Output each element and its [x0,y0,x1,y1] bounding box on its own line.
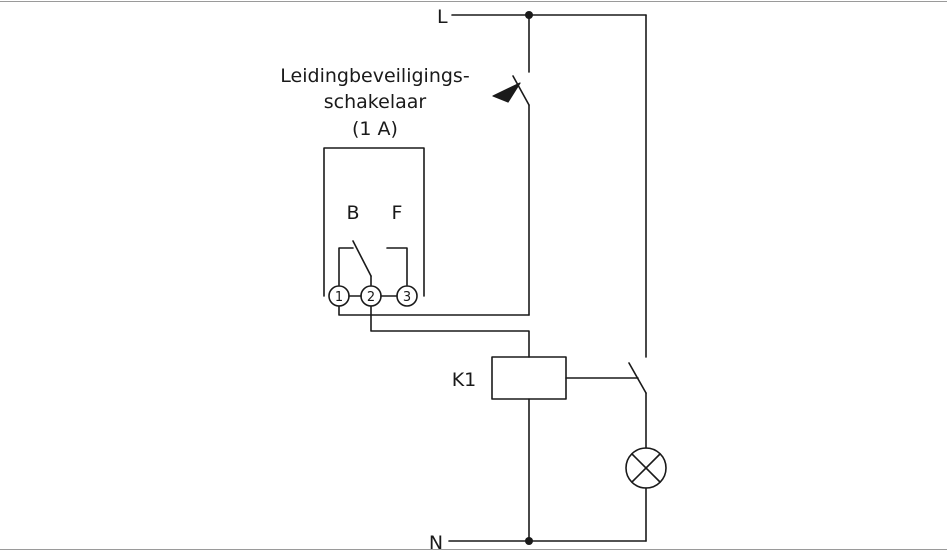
contact-3-lead [386,247,408,286]
neutral-label: N [429,532,443,554]
junction-bottom [525,537,533,545]
contact-1-lead [338,247,354,286]
svg-text:2: 2 [367,290,375,305]
breaker-title-line2: schakelaar [324,91,427,113]
trip-arrow-icon [492,82,521,103]
terminal-1-wire [338,305,530,316]
relay-label: K1 [452,369,477,391]
bottom-border [0,549,947,550]
svg-text:3: 3 [403,290,411,305]
terminal-2-wire [370,305,530,358]
top-border [0,1,947,2]
svg-text:1: 1 [335,290,343,305]
breaker-rating: (1 A) [352,118,398,140]
terminal-3: 3 [396,285,418,307]
contact-b-label: B [346,202,359,224]
lamp-symbol [625,447,667,489]
breaker-title-line1: Leidingbeveiligings- [280,65,469,87]
line-label: L [437,6,448,28]
aux-contact-blade [352,240,372,277]
terminal-1: 1 [328,285,350,307]
contact-f-label: F [392,202,403,224]
k1-relay-coil [491,356,567,400]
breaker-enclosure [323,147,425,297]
main-switch-blade [512,75,530,106]
terminal-2: 2 [360,285,382,307]
